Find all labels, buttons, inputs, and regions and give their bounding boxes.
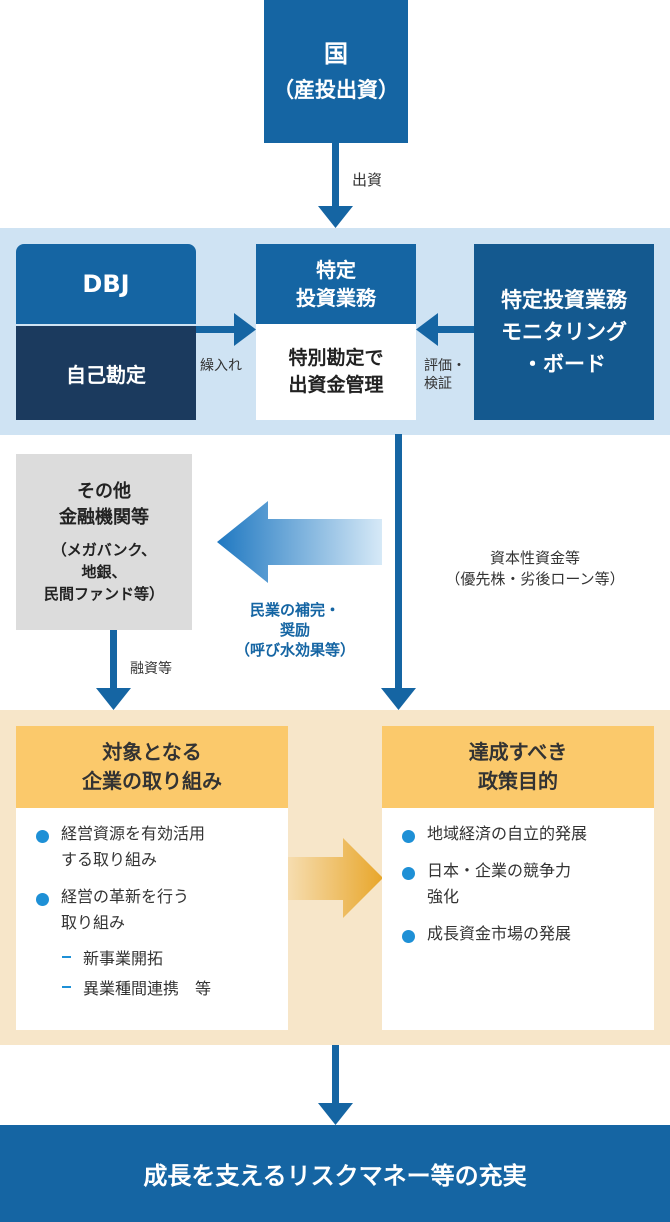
companies-subitem: 異業種間連携 等 bbox=[62, 972, 281, 1002]
monitoring-board-box: 特定投資業務 モニタリング ・ボード bbox=[474, 244, 654, 420]
result-banner: 成長を支えるリスクマネー等の充実 bbox=[0, 1125, 670, 1222]
label-investment: 出資 bbox=[352, 171, 383, 189]
arrowhead-special-to-companies bbox=[381, 688, 416, 710]
dbj-title: DBJ bbox=[16, 244, 196, 324]
dbj-account-text: 自己勘定 bbox=[66, 362, 146, 387]
country-title: 国 bbox=[324, 39, 348, 68]
country-box: 国 （産投出資） bbox=[264, 0, 408, 143]
arrow-board-to-special bbox=[436, 326, 474, 333]
label-capital-funds: 資本性資金等 （優先株・劣後ローン等） bbox=[445, 549, 625, 588]
companies-header: 対象となる 企業の取り組み bbox=[16, 726, 288, 808]
companies-to-policy-arrow bbox=[288, 838, 383, 918]
country-subtitle: （産投出資） bbox=[273, 77, 399, 102]
dbj-title-text: DBJ bbox=[82, 270, 130, 298]
other-fi-detail: （メガバンク、 地銀、 民間ファンド等） bbox=[43, 541, 164, 603]
crowding-in-arrow bbox=[217, 501, 382, 583]
companies-subitem-text: 新事業開拓 bbox=[83, 949, 164, 968]
bullet-dot bbox=[402, 830, 415, 843]
companies-item: 経営の革新を行う 取り組み bbox=[36, 887, 281, 936]
companies-list: 経営資源を有効活用 する取り組み 経営の革新を行う 取り組み 新事業開拓 異業種… bbox=[36, 824, 281, 1002]
arrow-country-to-special bbox=[332, 142, 339, 208]
companies-box: 対象となる 企業の取り組み 経営資源を有効活用 する取り組み 経営の革新を行う … bbox=[16, 726, 288, 1030]
bullet-dot bbox=[402, 930, 415, 943]
companies-item: 経営資源を有効活用 する取り組み bbox=[36, 824, 281, 873]
other-fi-box: その他 金融機関等 （メガバンク、 地銀、 民間ファンド等） bbox=[16, 454, 192, 630]
companies-subitem-text: 異業種間連携 等 bbox=[83, 979, 212, 998]
policy-item-text: 成長資金市場の発展 bbox=[427, 924, 572, 943]
dash-marker bbox=[62, 956, 71, 958]
bullet-dot bbox=[402, 867, 415, 880]
companies-item-text: 経営の革新を行う 取り組み bbox=[61, 887, 190, 932]
arrow-dbj-to-special bbox=[196, 326, 236, 333]
policy-list: 地域経済の自立的発展 日本・企業の競争力 強化 成長資金市場の発展 bbox=[402, 824, 647, 947]
special-box: 特定 投資業務 特別勘定で 出資金管理 bbox=[256, 244, 416, 420]
companies-item-text: 経営資源を有効活用 する取り組み bbox=[61, 824, 206, 869]
arrowhead-board-to-special bbox=[416, 313, 438, 346]
label-transfer: 繰入れ bbox=[200, 358, 242, 374]
dash-marker bbox=[62, 986, 71, 988]
policy-item: 日本・企業の競争力 強化 bbox=[402, 861, 647, 910]
policy-header: 達成すべき 政策目的 bbox=[382, 726, 654, 808]
other-fi-title: その他 金融機関等 bbox=[59, 481, 149, 528]
policy-item-text: 日本・企業の競争力 強化 bbox=[427, 861, 572, 906]
label-crowding-in: 民業の補完・ 奨励 （呼び水効果等） bbox=[234, 601, 355, 659]
bullet-dot bbox=[36, 830, 49, 843]
policy-item: 成長資金市場の発展 bbox=[402, 924, 647, 947]
special-title: 特定 投資業務 bbox=[256, 244, 416, 324]
policy-item-text: 地域経済の自立的発展 bbox=[427, 824, 588, 843]
label-evaluation: 評価・ 検証 bbox=[424, 358, 466, 392]
bullet-dot bbox=[36, 893, 49, 906]
special-account: 特別勘定で 出資金管理 bbox=[256, 324, 416, 420]
arrow-special-to-companies bbox=[395, 434, 402, 690]
arrow-other-to-companies bbox=[110, 630, 117, 690]
dbj-account: 自己勘定 bbox=[16, 326, 196, 420]
result-title: 成長を支えるリスクマネー等の充実 bbox=[143, 1162, 527, 1190]
arrow-outcome-to-result bbox=[332, 1045, 339, 1105]
companies-subitem: 新事業開拓 bbox=[62, 942, 281, 972]
arrowhead-country-to-special bbox=[318, 206, 353, 228]
policy-box: 達成すべき 政策目的 地域経済の自立的発展 日本・企業の競争力 強化 成長資金市… bbox=[382, 726, 654, 1030]
arrowhead-dbj-to-special bbox=[234, 313, 256, 346]
policy-item: 地域経済の自立的発展 bbox=[402, 824, 647, 847]
dbj-box: DBJ 自己勘定 bbox=[16, 244, 196, 420]
arrowhead-other-to-companies bbox=[96, 688, 131, 710]
arrowhead-outcome-to-result bbox=[318, 1103, 353, 1125]
label-loans: 融資等 bbox=[130, 661, 172, 677]
